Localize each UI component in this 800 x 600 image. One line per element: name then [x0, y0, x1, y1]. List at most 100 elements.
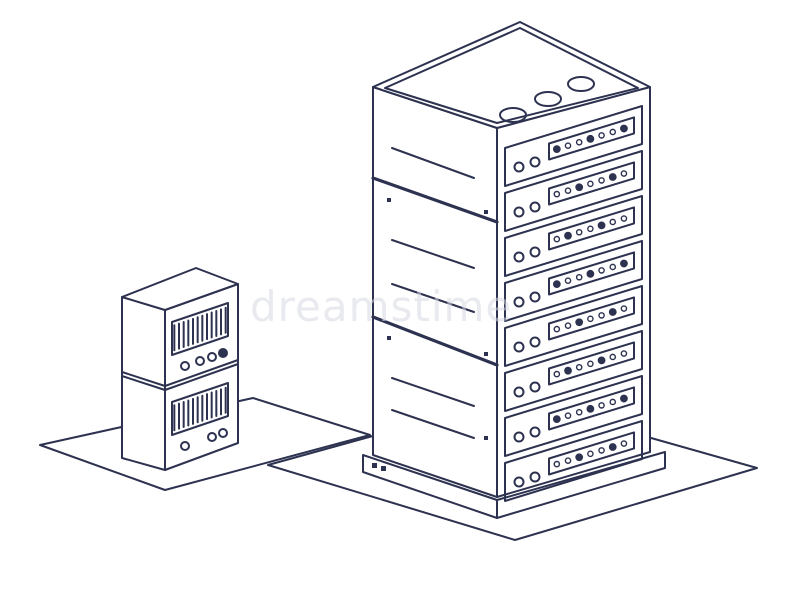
status-light — [575, 273, 583, 281]
status-display — [548, 431, 635, 476]
status-light — [575, 183, 584, 192]
knob — [513, 251, 525, 263]
rack-panel — [504, 105, 643, 187]
panel-frame — [504, 330, 643, 412]
knob — [529, 336, 541, 348]
rack-panel — [504, 150, 643, 232]
status-light — [620, 124, 628, 133]
status-light — [586, 269, 595, 278]
status-light — [598, 267, 605, 274]
status-light — [553, 235, 561, 243]
status-light — [598, 447, 605, 454]
status-light — [575, 138, 583, 146]
status-light — [586, 134, 595, 143]
status-light — [553, 460, 561, 468]
knob — [529, 201, 541, 213]
status-light — [575, 228, 583, 236]
status-light — [564, 187, 572, 194]
knob — [513, 206, 525, 218]
panel-frame — [504, 285, 643, 367]
status-light — [598, 402, 605, 409]
rack-panel — [504, 240, 643, 322]
large-server-rack — [362, 21, 666, 519]
status-light — [553, 190, 561, 198]
status-light — [620, 350, 628, 357]
vent-hole — [567, 76, 595, 92]
knob — [513, 386, 525, 398]
status-display — [548, 161, 635, 206]
status-light — [564, 277, 572, 284]
status-light — [587, 315, 594, 323]
status-light — [608, 443, 617, 451]
knob — [529, 156, 541, 168]
status-light — [620, 440, 628, 447]
status-light — [552, 145, 561, 154]
status-light — [553, 370, 561, 378]
rack-panels — [504, 105, 643, 502]
status-light — [575, 453, 584, 462]
panel-frame — [504, 240, 643, 322]
power-indicator — [218, 348, 228, 358]
status-light — [609, 218, 617, 226]
status-light — [620, 170, 628, 177]
status-light — [598, 177, 605, 184]
knob — [513, 431, 525, 443]
status-light — [575, 363, 583, 371]
status-light — [608, 308, 617, 316]
status-light — [586, 404, 595, 413]
status-light — [620, 305, 628, 312]
status-light — [620, 259, 628, 268]
knob — [529, 426, 541, 438]
status-light — [552, 415, 561, 424]
status-light — [587, 180, 594, 188]
rack-panel — [504, 420, 643, 502]
knob — [513, 161, 525, 173]
rack-panel — [504, 330, 643, 412]
status-light — [597, 356, 606, 365]
status-light — [587, 225, 594, 233]
status-display — [548, 251, 635, 296]
status-light — [598, 132, 605, 139]
status-display — [548, 116, 635, 161]
status-light — [564, 457, 572, 464]
rack-panel — [504, 195, 643, 277]
knob — [529, 471, 541, 483]
status-display — [548, 386, 635, 431]
status-light — [575, 408, 583, 416]
rack-panel — [504, 285, 643, 367]
status-light — [609, 128, 617, 136]
status-light — [552, 280, 561, 289]
knob — [529, 291, 541, 303]
status-light — [587, 450, 594, 458]
status-light — [575, 318, 584, 327]
status-light — [609, 398, 617, 406]
status-light — [609, 263, 617, 271]
panel-frame — [504, 375, 643, 457]
panel-frame — [504, 195, 643, 277]
panel-frame — [504, 150, 643, 232]
status-light — [620, 215, 628, 222]
status-display — [548, 341, 635, 386]
small-server-cabinet — [121, 267, 239, 471]
status-light — [620, 394, 628, 403]
status-light — [553, 325, 561, 333]
knob — [513, 341, 525, 353]
status-light — [598, 312, 605, 319]
knob — [529, 381, 541, 393]
status-light — [564, 322, 572, 329]
vent-grille — [173, 306, 227, 352]
status-light — [564, 231, 572, 240]
status-light — [608, 173, 617, 181]
status-light — [609, 353, 617, 361]
status-light — [564, 366, 572, 375]
status-light — [597, 221, 606, 230]
panel-frame — [504, 105, 643, 187]
status-display — [548, 206, 635, 251]
status-display — [548, 296, 635, 341]
status-light — [564, 142, 572, 149]
vent-grille — [173, 386, 227, 432]
vent-hole — [499, 107, 527, 123]
status-light — [564, 412, 572, 419]
knob — [513, 476, 525, 488]
